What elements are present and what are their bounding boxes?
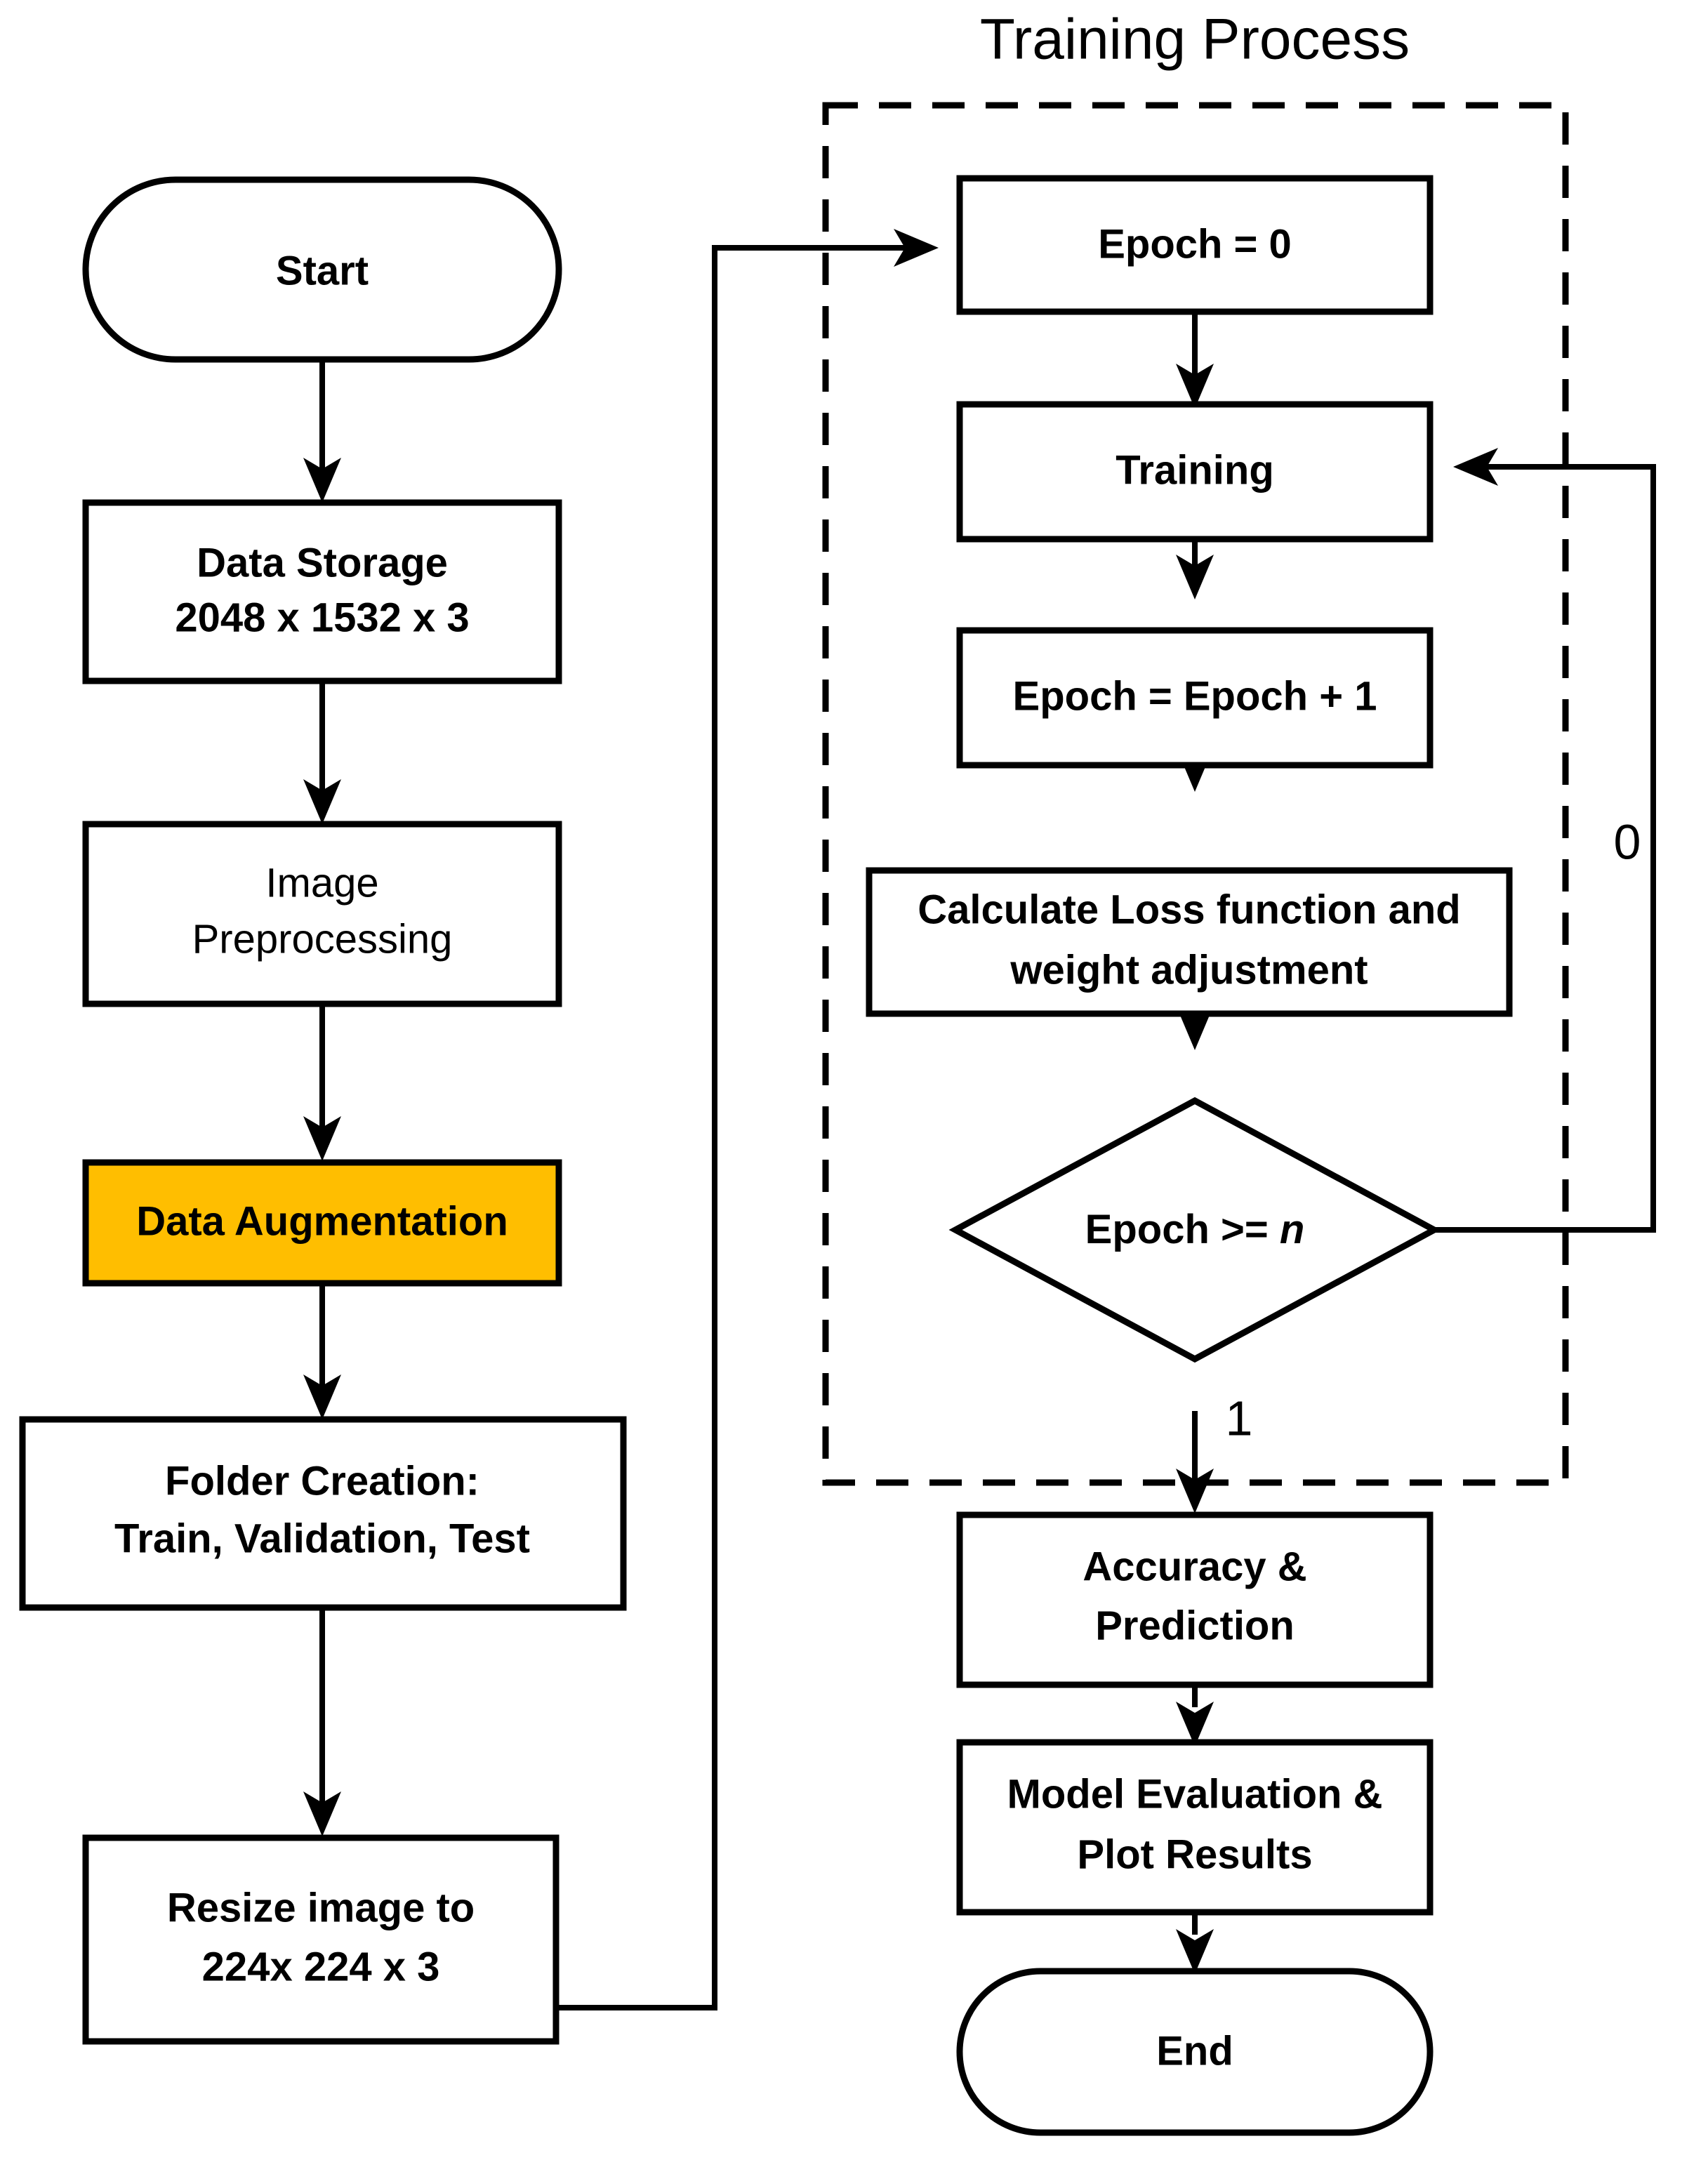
node-accuracy-prediction-line1: Accuracy & (1083, 1544, 1306, 1589)
node-epoch-decision[interactable]: Epoch >= n (948, 1096, 1441, 1363)
node-model-evaluation-line1: Model Evaluation & (1007, 1771, 1383, 1817)
node-data-storage[interactable]: Data Storage 2048 x 1532 x 3 (82, 499, 562, 684)
node-resize-image-line1: Resize image to (167, 1885, 475, 1930)
node-calculate-loss[interactable]: Calculate Loss function and weight adjus… (866, 867, 1513, 1017)
node-epoch-init-label: Epoch = 0 (1098, 221, 1292, 267)
node-epoch-decision-label-var: n (1280, 1207, 1304, 1252)
connector-epoch-decision-false-loop (1434, 448, 1656, 1233)
connector-folder-creation-to-resize-image (303, 1608, 341, 1836)
node-epoch-decision-label-prefix: Epoch >= (1085, 1207, 1280, 1252)
node-epoch-increment[interactable]: Epoch = Epoch + 1 (956, 627, 1434, 769)
node-resize-image[interactable]: Resize image to 224x 224 x 3 (82, 1834, 560, 2045)
edge-label-decision-true: 1 (1226, 1391, 1253, 1445)
node-image-preprocessing-line1: Image (265, 860, 378, 906)
node-resize-image-line2: 224x 224 x 3 (202, 1944, 440, 1989)
connector-data-augmentation-to-folder-creation (303, 1283, 341, 1419)
node-start-label: Start (276, 248, 369, 293)
node-data-augmentation[interactable]: Data Augmentation (82, 1159, 562, 1287)
connector-resize-image-to-epoch-init (555, 229, 939, 2010)
connector-start-to-data-storage (303, 359, 341, 503)
node-model-evaluation-line2: Plot Results (1077, 1831, 1312, 1877)
node-end-label: End (1156, 2028, 1233, 2074)
node-data-storage-line1: Data Storage (197, 540, 448, 585)
node-data-storage-line2: 2048 x 1532 x 3 (175, 595, 469, 640)
node-data-augmentation-label: Data Augmentation (136, 1198, 508, 1244)
node-folder-creation-line1: Folder Creation: (165, 1458, 479, 1504)
node-epoch-decision-label: Epoch >= n (1085, 1207, 1305, 1252)
node-epoch-increment-label: Epoch = Epoch + 1 (1013, 673, 1377, 719)
training-process-group-border (822, 102, 1569, 1486)
node-start[interactable]: Start (82, 176, 562, 363)
node-accuracy-prediction-line2: Prediction (1095, 1603, 1295, 1648)
connector-epoch-init-to-training (1176, 311, 1214, 409)
node-folder-creation-line2: Train, Validation, Test (114, 1516, 530, 1561)
training-process-title: Training Process (980, 8, 1410, 72)
node-accuracy-prediction[interactable]: Accuracy & Prediction (956, 1511, 1434, 1688)
node-training[interactable]: Training (956, 401, 1434, 543)
node-image-preprocessing-line2: Preprocessing (192, 916, 453, 962)
node-calculate-loss-line1: Calculate Loss function and (918, 887, 1460, 932)
connector-data-storage-to-image-preprocessing (303, 681, 341, 824)
node-image-preprocessing[interactable]: Image Preprocessing (82, 821, 562, 1007)
connector-image-preprocessing-to-data-augmentation (303, 1004, 341, 1161)
node-training-label: Training (1116, 447, 1274, 493)
edge-label-decision-false: 0 (1614, 814, 1641, 869)
connector-accuracy-to-model-evaluation (1176, 1685, 1214, 1747)
connector-epoch-decision-true-to-accuracy (1176, 1411, 1214, 1513)
node-model-evaluation[interactable]: Model Evaluation & Plot Results (956, 1739, 1434, 1916)
node-calculate-loss-line2: weight adjustment (1009, 947, 1368, 993)
connector-model-evaluation-to-end (1176, 1912, 1214, 1974)
node-folder-creation[interactable]: Folder Creation: Train, Validation, Test (19, 1416, 627, 1611)
node-epoch-init[interactable]: Epoch = 0 (956, 175, 1434, 315)
node-end[interactable]: End (956, 1968, 1434, 2136)
